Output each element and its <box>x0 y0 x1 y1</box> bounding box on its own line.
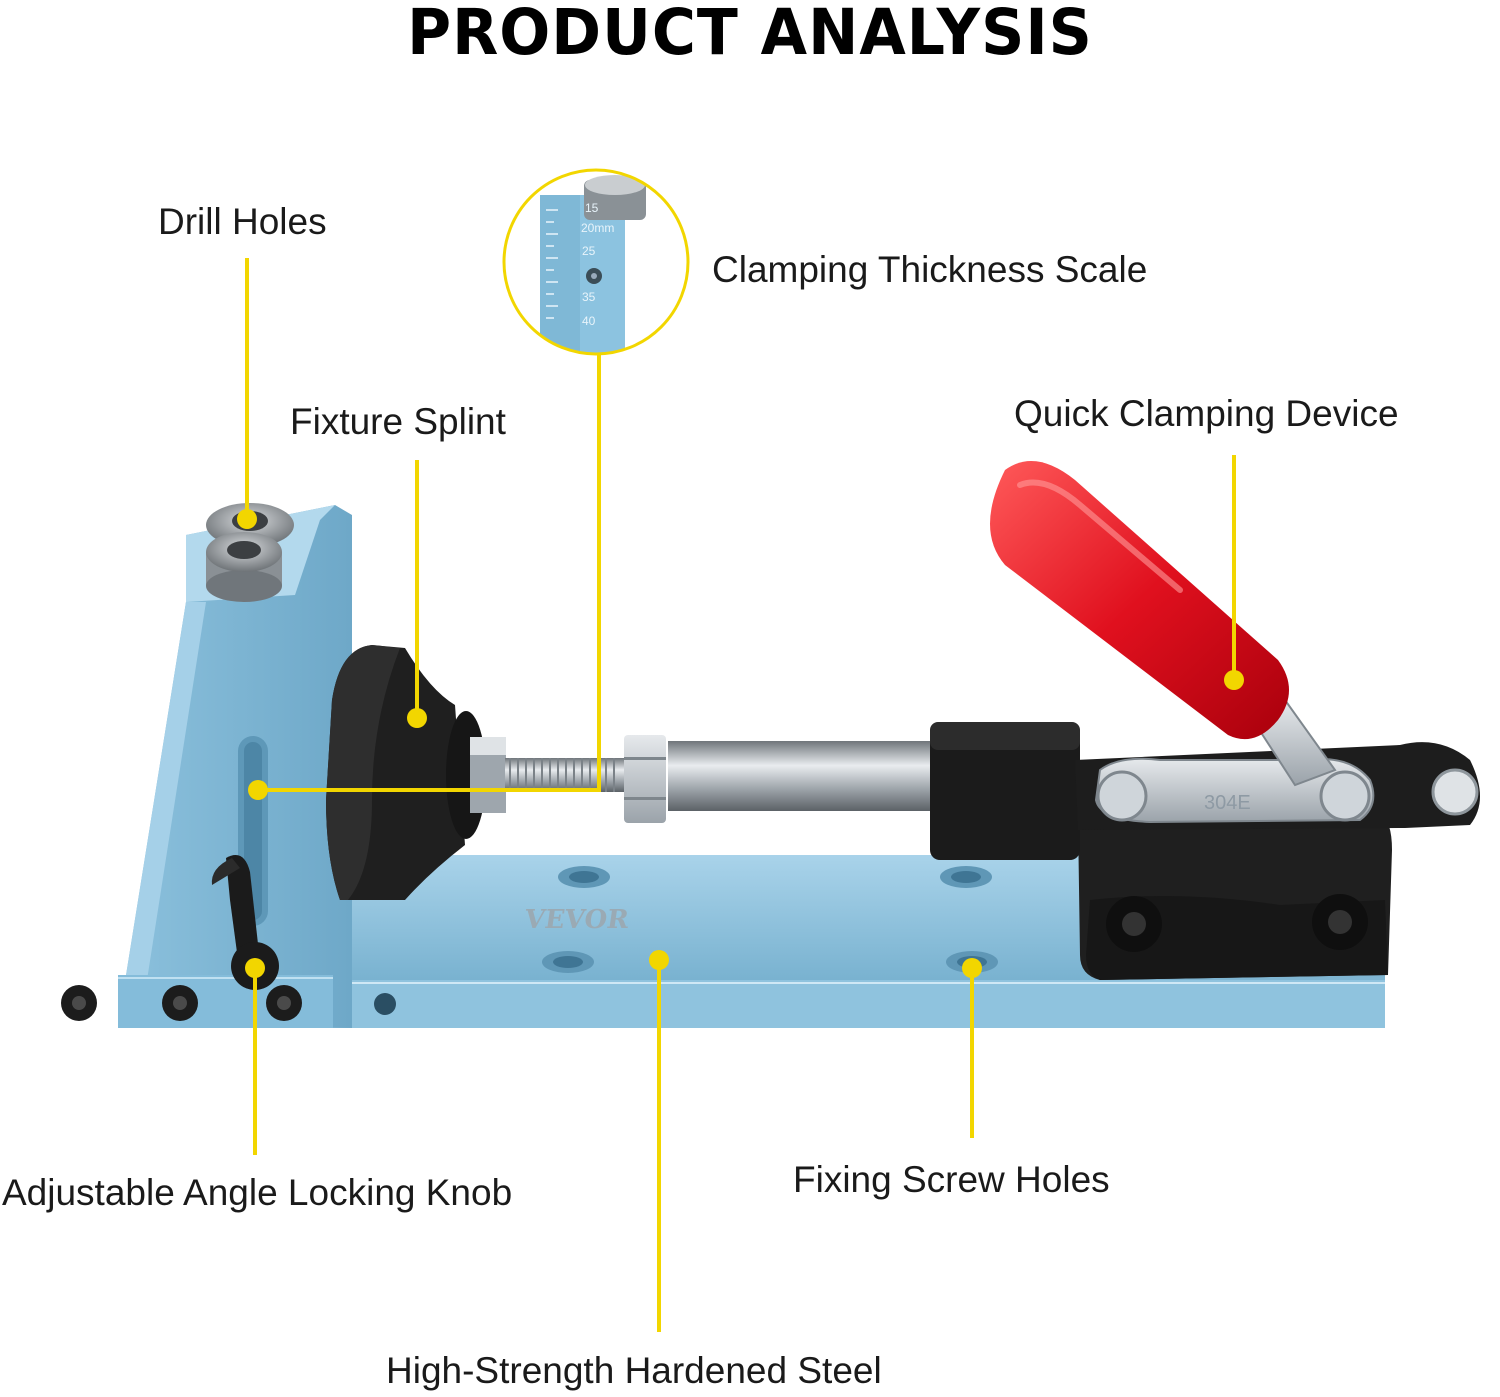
scale-mark: 20mm <box>581 221 614 235</box>
zoom-inset: 15 20mm 25 35 40 <box>502 168 690 356</box>
label-adjustable-angle-locking-knob: Adjustable Angle Locking Knob <box>2 1172 513 1213</box>
brand-logo: VEVOR <box>522 904 632 935</box>
angled-body <box>61 505 352 1028</box>
fixture-splint <box>326 645 506 900</box>
scale-mark: 40 <box>582 314 596 328</box>
label-high-strength-hardened-steel: High-Strength Hardened Steel <box>386 1350 882 1391</box>
label-drill-holes: Drill Holes <box>158 201 327 242</box>
red-handle <box>990 461 1289 740</box>
scale-mark: 35 <box>582 290 596 304</box>
label-clamping-thickness-scale: Clamping Thickness Scale <box>712 249 1148 290</box>
label-quick-clamping-device: Quick Clamping Device <box>1014 393 1399 434</box>
callout-lines <box>245 258 1236 1332</box>
label-fixing-screw-holes: Fixing Screw Holes <box>793 1159 1110 1200</box>
scale-mark: 25 <box>582 244 596 258</box>
label-fixture-splint: Fixture Splint <box>290 401 506 442</box>
threaded-screw <box>505 735 666 823</box>
fixing-screw-holes <box>374 866 998 1015</box>
clamp-model-number: 304E <box>1204 792 1251 814</box>
page-title: PRODUCT ANALYSIS <box>407 0 1093 70</box>
plunger-rod <box>668 741 948 811</box>
quick-clamping-device: 304E <box>930 461 1480 980</box>
callout-dots <box>237 509 1244 978</box>
scale-mark: 15 <box>585 201 599 215</box>
